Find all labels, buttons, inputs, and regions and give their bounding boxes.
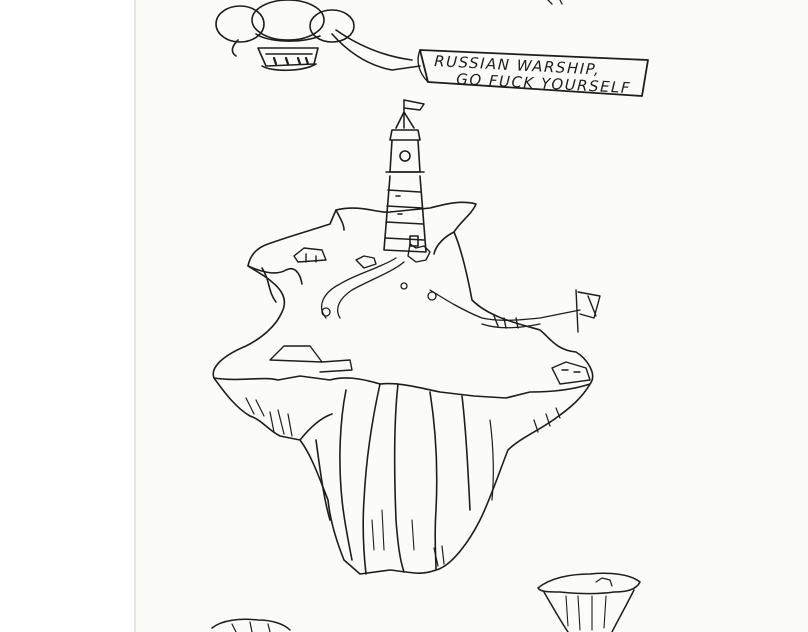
paper-sheet bbox=[136, 0, 808, 632]
lighthouse-tower bbox=[383, 111, 427, 253]
small-island-right bbox=[537, 572, 641, 632]
island-path bbox=[321, 257, 581, 329]
banner-line-2: GO FUCK YOURSELF bbox=[456, 70, 632, 97]
tower-flag bbox=[403, 99, 425, 129]
banner: RUSSIAN WARSHIP, GO FUCK YOURSELF bbox=[417, 49, 649, 97]
island-top bbox=[212, 201, 594, 399]
small-island-left bbox=[211, 618, 291, 632]
top-mark bbox=[547, 0, 563, 5]
airship bbox=[215, 0, 421, 72]
right-flagpost bbox=[493, 289, 601, 333]
paper-edge bbox=[134, 0, 136, 632]
island-buildings bbox=[269, 243, 591, 385]
island-cliff bbox=[213, 377, 591, 575]
